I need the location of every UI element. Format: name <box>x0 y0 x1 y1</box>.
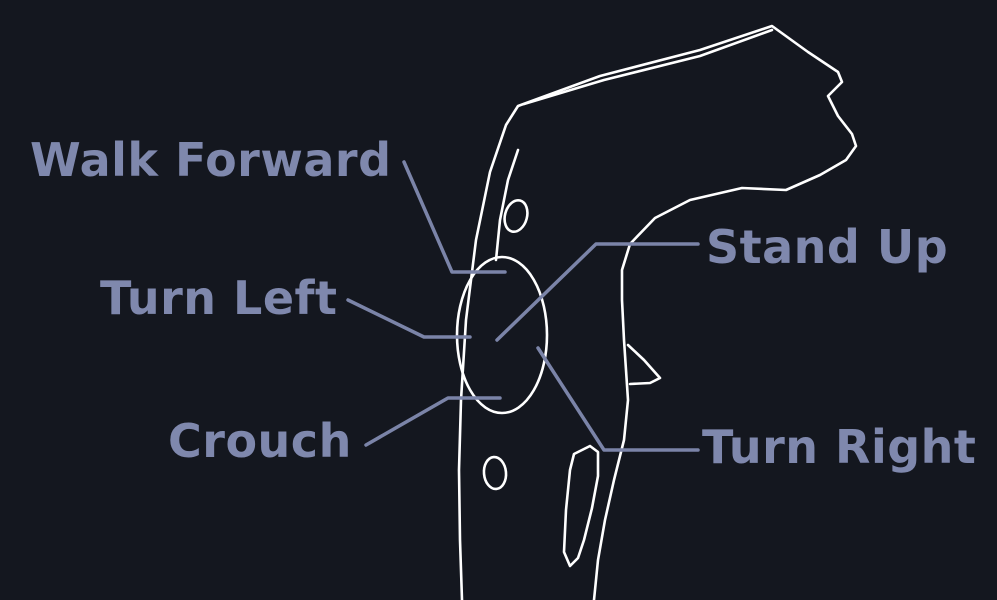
crouch-leader <box>364 396 502 447</box>
controller-body-outline <box>457 24 858 600</box>
turn-right-leader <box>536 346 700 452</box>
turn-left-leader <box>346 298 472 339</box>
controller-top-edge <box>522 28 774 106</box>
controller-inner-edge <box>494 148 520 262</box>
trigger-outline <box>626 343 662 386</box>
grip-button-outline <box>562 444 600 568</box>
menu-button-outline <box>503 198 529 234</box>
crouch-label: Crouch <box>168 414 352 468</box>
stand-up-label: Stand Up <box>706 220 949 274</box>
turn-right-label: Turn Right <box>702 420 977 474</box>
stand-up-leader <box>495 242 700 342</box>
walk-forward-label: Walk Forward <box>30 133 392 187</box>
system-button-outline <box>482 455 508 491</box>
turn-left-label: Turn Left <box>100 271 338 325</box>
walk-forward-leader <box>402 160 507 274</box>
touchpad-outline <box>455 255 549 415</box>
